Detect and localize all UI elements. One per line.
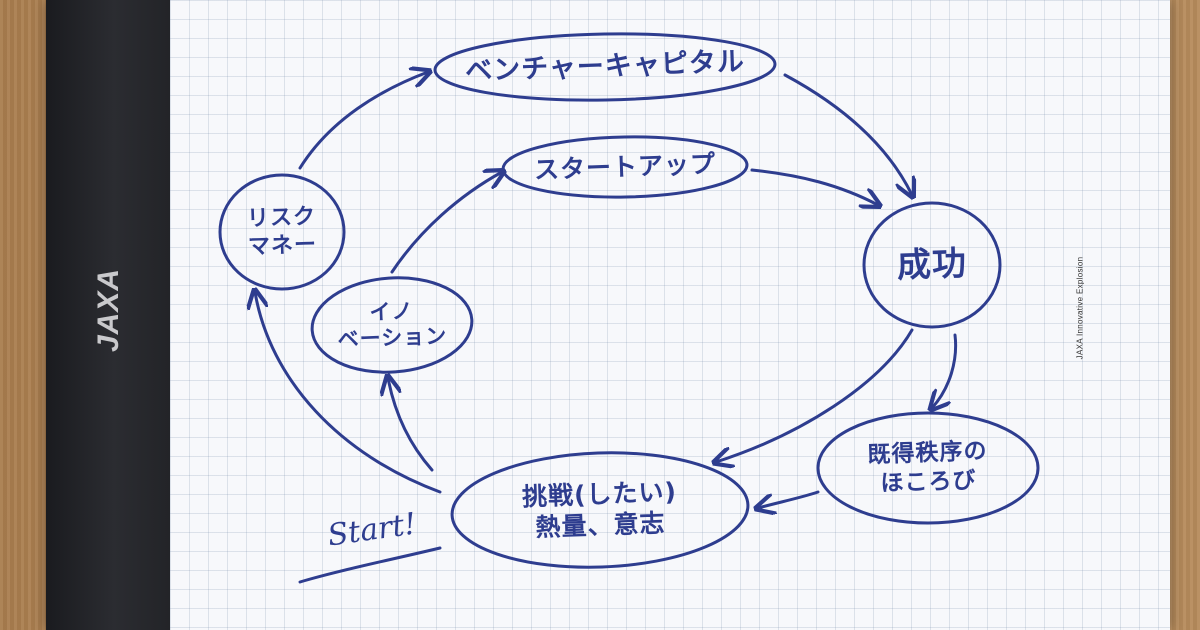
node-establishment: 既得秩序の ほころび [867, 437, 989, 499]
node-startup: スタートアップ [533, 149, 717, 185]
node-establishment-line2: ほころび [880, 467, 977, 497]
node-innovation: イノ ベーション [336, 297, 447, 353]
innovation-outline [310, 276, 474, 374]
arrow-success-to-establishment [932, 333, 958, 408]
grid-paper [170, 0, 1170, 630]
success-outline [862, 201, 1002, 329]
start-underline [298, 546, 442, 584]
arrow-establishment-to-challenge [758, 490, 820, 508]
node-risk-money-line2: マネー [247, 231, 318, 260]
arrow-innovation-to-startup [390, 172, 502, 274]
risk-money-outline [218, 173, 346, 291]
node-innovation-line1: イノ [369, 298, 414, 325]
arrow-challenge-to-innovation [388, 378, 434, 472]
node-success: 成功 [896, 243, 968, 286]
node-challenge: 挑戦(したい) 熱量、意志 [522, 476, 679, 544]
challenge-outline [450, 451, 750, 569]
arrow-success-to-challenge [716, 328, 914, 462]
notepad-binding: JAXA [46, 0, 170, 630]
node-establishment-line1: 既得秩序の [867, 438, 988, 469]
notepad: JAXA [46, 0, 1170, 630]
node-innovation-line2: ベーション [337, 324, 448, 352]
arrow-risk-to-vc [298, 72, 428, 170]
arrow-startup-to-success [750, 168, 878, 205]
arrow-vc-to-success [783, 73, 912, 195]
node-challenge-line2: 熱量、意志 [535, 508, 667, 543]
node-risk-money-line1: リスク [246, 204, 317, 232]
arrow-challenge-to-risk [255, 292, 442, 494]
node-risk-money: リスク マネー [247, 203, 318, 260]
